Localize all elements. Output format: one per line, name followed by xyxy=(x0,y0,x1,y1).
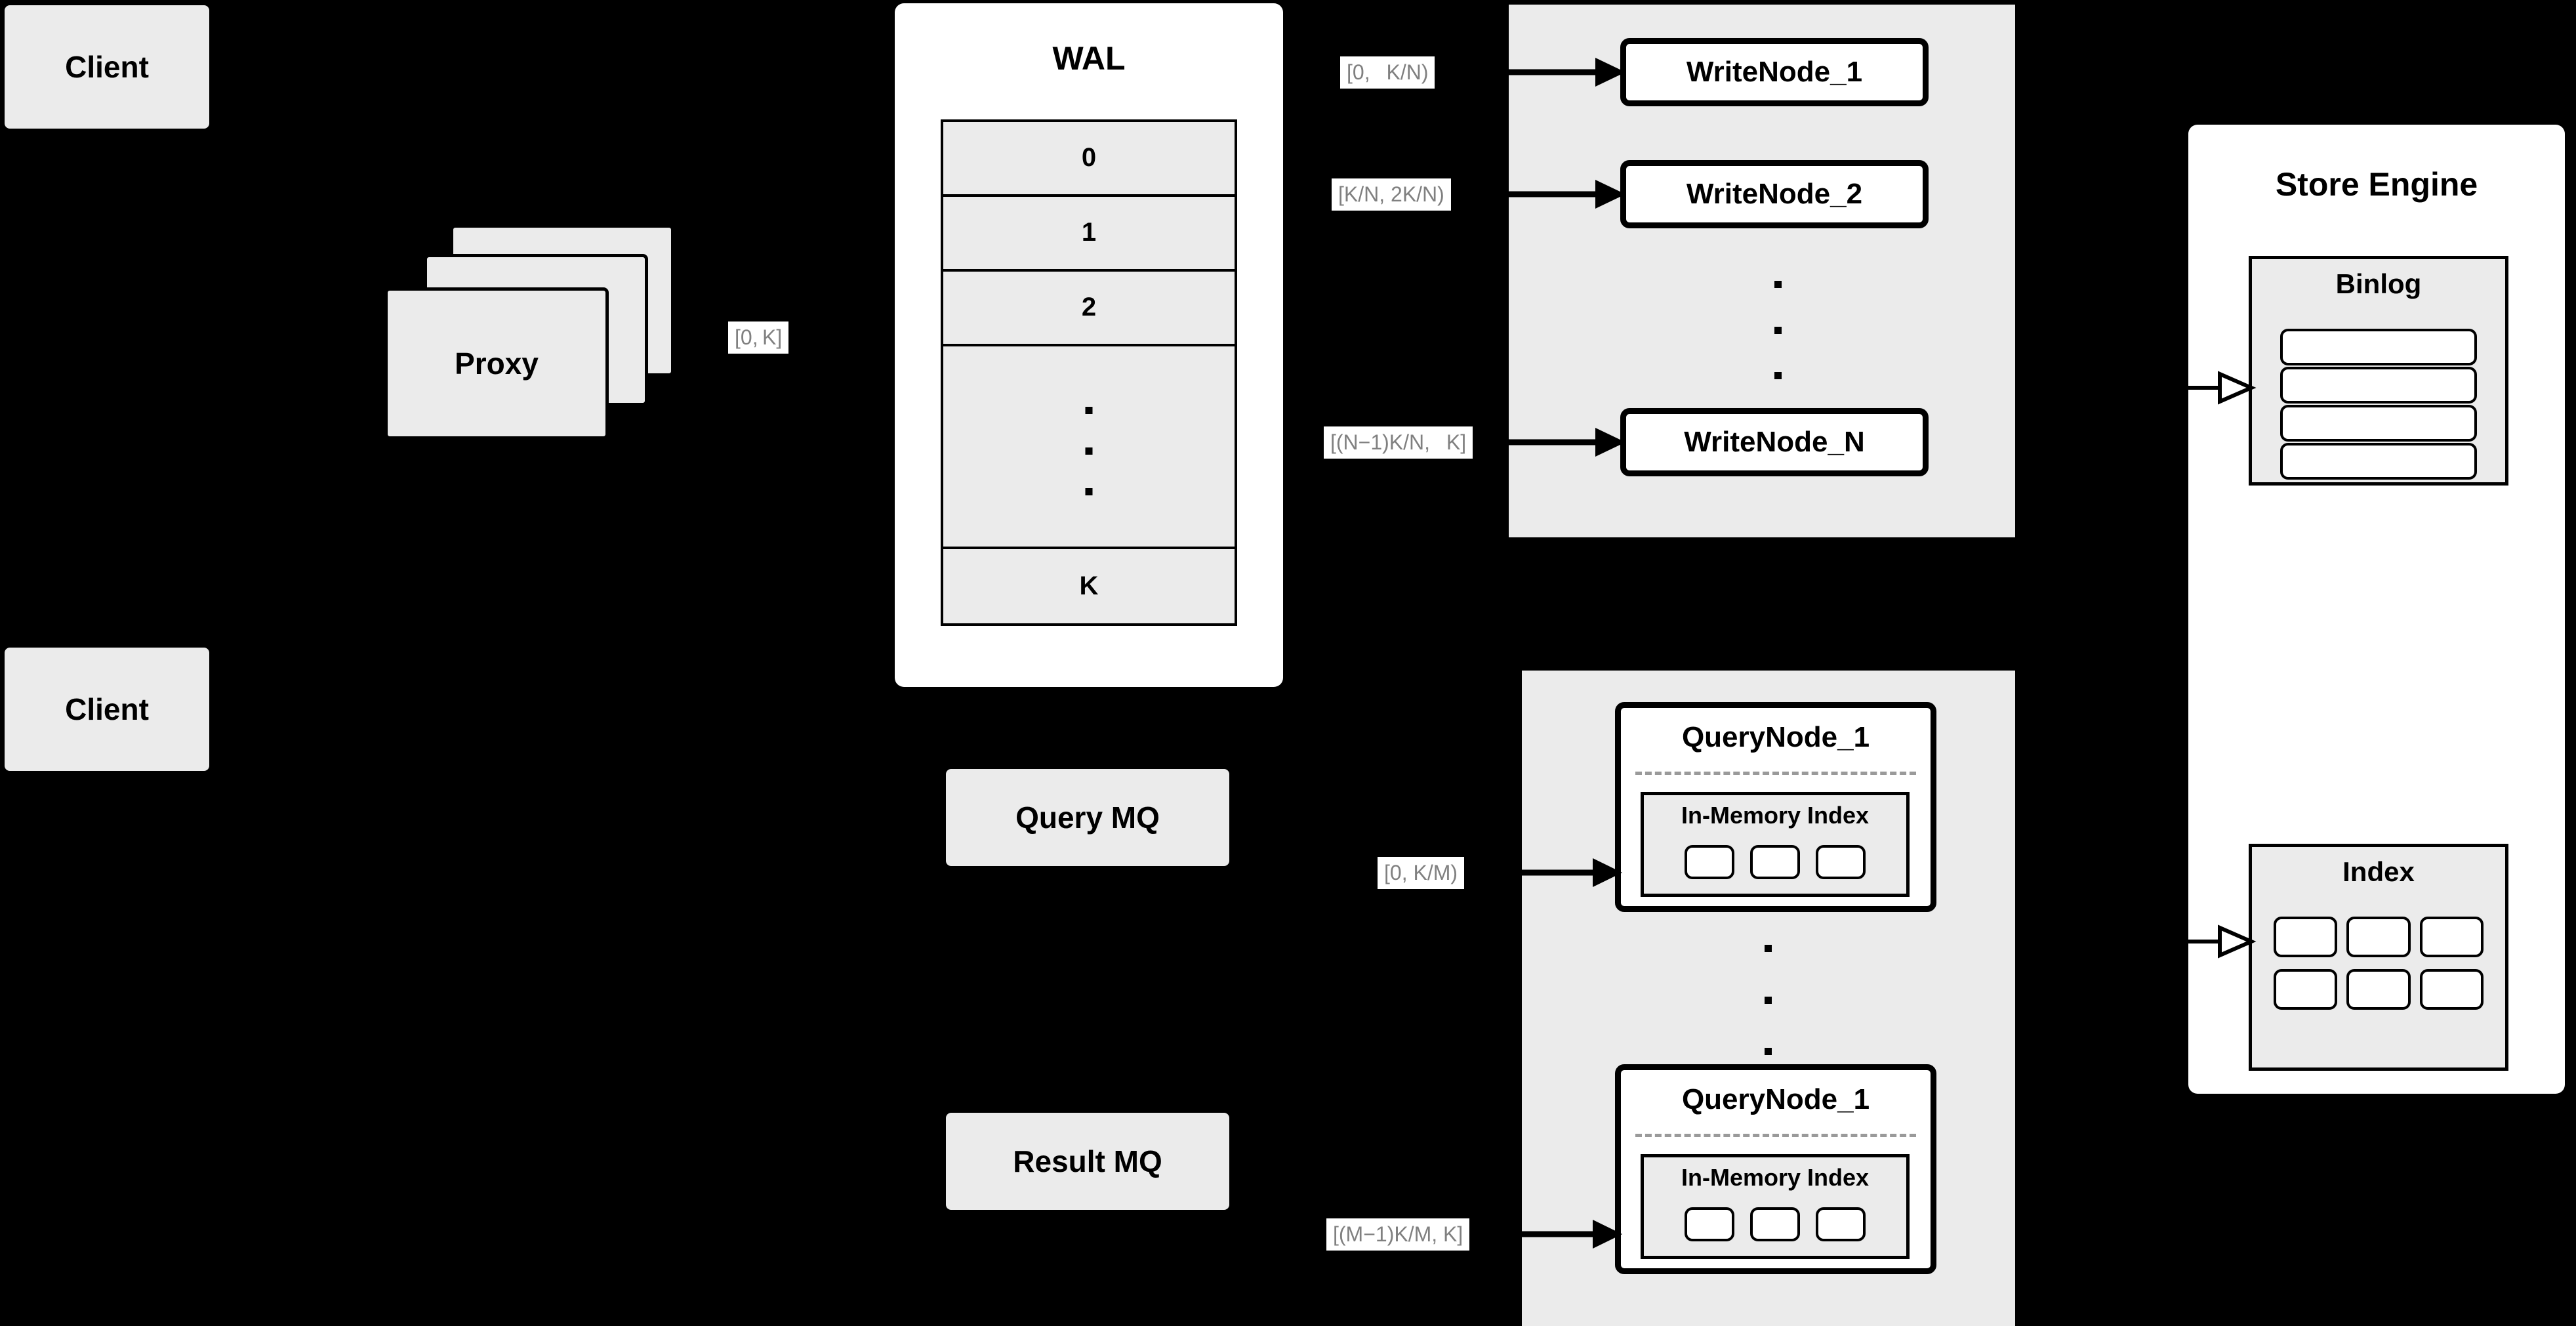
write-node-label: WriteNode_1 xyxy=(1686,56,1863,88)
arrow-wal-to-write-node-2 xyxy=(1509,180,1625,209)
proxy-box[interactable]: Proxy xyxy=(384,287,609,440)
query-node-separator xyxy=(1635,1134,1916,1137)
binlog-box: Binlog xyxy=(2249,256,2508,486)
client-box-2[interactable]: Client xyxy=(5,648,209,771)
wal-entry-row-ellipsis xyxy=(943,346,1235,550)
wal-entry-row[interactable]: 1 xyxy=(943,197,1235,272)
query-mq-label: Query MQ xyxy=(1015,800,1160,835)
write-node-label: WriteNode_2 xyxy=(1686,178,1863,210)
proxy-label: Proxy xyxy=(455,346,539,381)
index-slot[interactable] xyxy=(2419,969,2484,1010)
query-node-m[interactable]: QueryNode_1 In-Memory Index xyxy=(1615,1064,1936,1274)
binlog-title: Binlog xyxy=(2335,268,2422,299)
wal-title: WAL xyxy=(1052,40,1126,77)
vertical-ellipsis-icon xyxy=(1771,281,1784,379)
wal-entry-label: 2 xyxy=(1081,293,1097,322)
query-mq-box[interactable]: Query MQ xyxy=(946,769,1229,866)
arrow-mq-to-query-node-m xyxy=(1522,1220,1622,1249)
hollow-arrow-icon-to-index xyxy=(2188,924,2257,959)
arrow-mq-to-query-node-1 xyxy=(1522,858,1622,887)
wal-entry-row[interactable]: 2 xyxy=(943,272,1235,346)
client-box-1[interactable]: Client xyxy=(5,5,209,129)
result-mq-box[interactable]: Result MQ xyxy=(946,1113,1229,1210)
index-slot[interactable] xyxy=(2274,917,2338,957)
write-node-1[interactable]: WriteNode_1 xyxy=(1620,38,1929,106)
store-engine-title: Store Engine xyxy=(2275,166,2478,203)
edge-label-wal-to-write-node-n: [(N−1)K/N, K] xyxy=(1324,426,1473,459)
index-slot[interactable] xyxy=(1750,845,1800,879)
in-memory-index-box: In-Memory Index xyxy=(1641,1154,1910,1259)
write-node-label: WriteNode_N xyxy=(1684,426,1865,458)
client-label-1: Client xyxy=(65,50,149,84)
wal-entry-list: 0 1 2 K xyxy=(941,119,1237,626)
index-slot[interactable] xyxy=(2419,917,2484,957)
wal-entry-row[interactable]: 0 xyxy=(943,122,1235,197)
index-slot[interactable] xyxy=(2346,969,2411,1010)
edge-label-proxy-to-wal: [0, K] xyxy=(728,321,789,354)
binlog-row[interactable] xyxy=(2280,405,2477,442)
binlog-row[interactable] xyxy=(2280,443,2477,480)
index-slot[interactable] xyxy=(1685,1207,1734,1241)
arrow-wal-to-write-node-n xyxy=(1509,428,1625,457)
wal-entry-label: 1 xyxy=(1081,218,1097,247)
query-node-title: QueryNode_1 xyxy=(1681,721,1870,753)
client-label-2: Client xyxy=(65,692,149,726)
wal-entry-row[interactable]: K xyxy=(943,549,1235,623)
in-memory-index-box: In-Memory Index xyxy=(1641,792,1910,897)
wal-entry-label: 0 xyxy=(1081,143,1097,173)
wal-entry-label: K xyxy=(1079,571,1099,601)
edge-label-wal-to-write-node-1: [0, K/N) xyxy=(1340,56,1435,89)
query-node-separator xyxy=(1635,772,1916,775)
index-slot[interactable] xyxy=(1750,1207,1800,1241)
in-memory-index-title: In-Memory Index xyxy=(1681,1164,1870,1191)
hollow-arrow-icon-to-binlog xyxy=(2188,371,2257,405)
write-node-n[interactable]: WriteNode_N xyxy=(1620,408,1929,476)
arrow-wal-to-write-node-1 xyxy=(1509,58,1625,87)
vertical-ellipsis-icon xyxy=(1085,406,1093,495)
index-slot[interactable] xyxy=(1816,845,1866,879)
query-node-1[interactable]: QueryNode_1 In-Memory Index xyxy=(1615,702,1936,912)
index-box: Index xyxy=(2249,844,2508,1071)
binlog-row[interactable] xyxy=(2280,329,2477,365)
index-title: Index xyxy=(2342,856,2415,887)
write-node-2[interactable]: WriteNode_2 xyxy=(1620,160,1929,228)
vertical-ellipsis-icon xyxy=(1761,945,1774,1055)
edge-label-wal-to-write-node-2: [K/N, 2K/N) xyxy=(1332,178,1451,211)
binlog-row[interactable] xyxy=(2280,367,2477,404)
edge-label-mq-to-query-node-m: [(M−1)K/M, K] xyxy=(1326,1218,1470,1251)
index-slot[interactable] xyxy=(1685,845,1734,879)
index-slot[interactable] xyxy=(1816,1207,1866,1241)
in-memory-index-title: In-Memory Index xyxy=(1681,802,1870,829)
query-node-title: QueryNode_1 xyxy=(1681,1083,1870,1115)
edge-label-mq-to-query-node-1: [0, K/M) xyxy=(1378,857,1465,889)
result-mq-label: Result MQ xyxy=(1013,1144,1162,1178)
index-slot[interactable] xyxy=(2346,917,2411,957)
index-slot[interactable] xyxy=(2274,969,2338,1010)
